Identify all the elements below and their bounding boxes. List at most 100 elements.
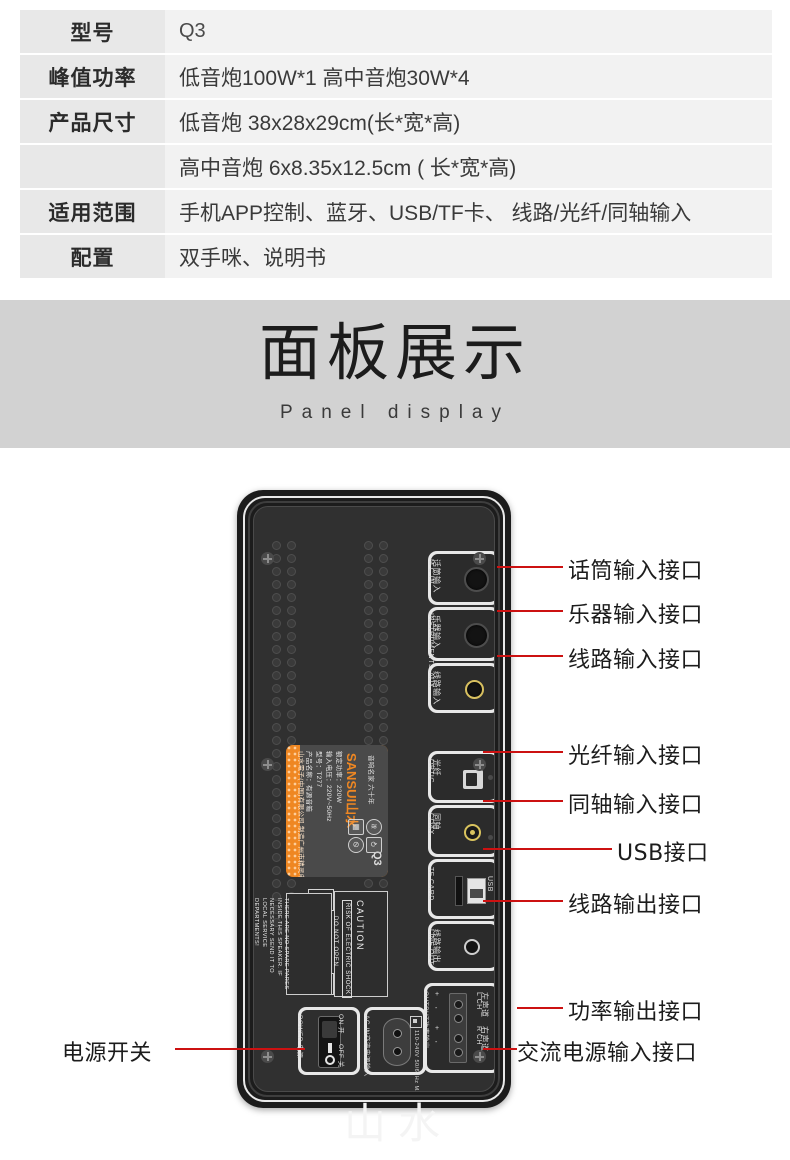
instrument-input-jack[interactable]: 乐器输入 INSTRUMENTS bbox=[427, 607, 494, 669]
vent-hole bbox=[379, 645, 388, 654]
ac-power-inlet[interactable]: AC IN交流电源输入 110-240V 50/60Hz MAX 400W bbox=[363, 1007, 426, 1091]
callout-leader-line bbox=[483, 1048, 517, 1050]
vent-hole bbox=[272, 892, 281, 901]
tf-card-slot[interactable] bbox=[455, 876, 463, 906]
terminal-minus-sign: - bbox=[435, 1039, 438, 1046]
vent-hole bbox=[272, 853, 281, 862]
banner-title-cn: 面板展示 bbox=[258, 316, 531, 389]
aux-input-jack[interactable]: 线路输入 AUX bbox=[427, 663, 494, 713]
vent-hole bbox=[272, 710, 281, 719]
mic-jack-hole[interactable] bbox=[464, 567, 489, 592]
vent-hole bbox=[379, 879, 388, 888]
vent-hole bbox=[287, 671, 296, 680]
vent-hole bbox=[272, 814, 281, 823]
callout-label: 线路输入接口 bbox=[568, 648, 704, 673]
line-output-jack[interactable]: 线路输出 LINE OUT bbox=[427, 921, 494, 971]
vent-hole bbox=[379, 632, 388, 641]
callout-leader-line bbox=[483, 800, 563, 802]
vent-hole bbox=[287, 736, 296, 745]
panel-screw bbox=[473, 758, 486, 771]
brand-footer-text: 山水電子(中国)有限公司 制造广州市精灵电器有限公司 bbox=[297, 751, 304, 877]
aux-jack-label-en: AUX bbox=[427, 672, 434, 688]
perforation-pattern bbox=[286, 745, 299, 877]
vent-hole bbox=[272, 658, 281, 667]
amplifier-panel-figure: Made in China 话筒输入 M C IN 乐器输入 INSTRUMEN… bbox=[0, 448, 790, 1160]
spec-value: Q3 bbox=[165, 10, 772, 53]
amplifier-panel: Made in China 话筒输入 M C IN 乐器输入 INSTRUMEN… bbox=[237, 490, 511, 1108]
terminal-screw[interactable] bbox=[454, 1014, 463, 1023]
caution-label-box: CAUTION RISK OF ELECTRIC SHOCK DO NOT OP… bbox=[332, 891, 388, 998]
watermark: 山水 bbox=[343, 1100, 452, 1147]
callout-label: 功率输出接口 bbox=[568, 1000, 704, 1025]
terminal-screw[interactable] bbox=[454, 1034, 463, 1043]
vent-hole bbox=[287, 684, 296, 693]
rocker-switch[interactable] bbox=[318, 1016, 341, 1068]
vent-hole bbox=[379, 658, 388, 667]
vent-hole bbox=[364, 593, 373, 602]
vent-hole bbox=[272, 879, 281, 888]
vent-hole bbox=[272, 632, 281, 641]
panel-screw-dot bbox=[488, 835, 493, 840]
vent-hole bbox=[379, 606, 388, 615]
callout-leader-line bbox=[483, 751, 563, 753]
vent-hole bbox=[379, 697, 388, 706]
table-row: 配置 双手咪、说明书 bbox=[20, 235, 772, 278]
terminal-screw[interactable] bbox=[454, 1048, 463, 1057]
terminal-column[interactable] bbox=[449, 993, 467, 1063]
vent-hole bbox=[379, 619, 388, 628]
callout-leader-line bbox=[483, 900, 563, 902]
instrument-jack-hole[interactable] bbox=[464, 623, 489, 648]
power-off-label: OFF 关 bbox=[337, 1044, 344, 1068]
panel-screw bbox=[261, 758, 274, 771]
line-out-hole[interactable] bbox=[464, 939, 480, 955]
jack-inner: 乐器输入 INSTRUMENTS bbox=[427, 610, 494, 669]
ac-socket[interactable] bbox=[383, 1018, 411, 1066]
vent-hole bbox=[272, 723, 281, 732]
jack-inner: 线路输入 AUX bbox=[427, 666, 494, 710]
panel-face: Made in China 话筒输入 M C IN 乐器输入 INSTRUMEN… bbox=[253, 506, 495, 1092]
vent-hole bbox=[364, 710, 373, 719]
usb-tf-port-block[interactable]: TF CARD USB bbox=[427, 859, 494, 919]
usb-port-icon[interactable] bbox=[467, 878, 486, 904]
table-row: 型号 Q3 bbox=[20, 10, 772, 53]
tf-card-label: TF CARD bbox=[427, 867, 434, 901]
optical-port-icon[interactable] bbox=[463, 770, 483, 789]
brand-label-body bbox=[299, 745, 388, 877]
callout-leader-line bbox=[497, 610, 563, 612]
callout-label: 线路输出接口 bbox=[568, 893, 704, 918]
optical-input-port[interactable]: 光纤 OPTIC bbox=[427, 751, 494, 803]
vent-hole bbox=[364, 671, 373, 680]
vent-hole bbox=[272, 619, 281, 628]
vent-hole bbox=[272, 671, 281, 680]
vent-hole bbox=[272, 827, 281, 836]
power-switch[interactable]: POWER 电源 ON 开 OFF 关 bbox=[296, 1007, 360, 1075]
vent-hole bbox=[379, 567, 388, 576]
coax-port-icon[interactable] bbox=[464, 824, 481, 841]
callout-label: 同轴输入接口 bbox=[568, 793, 704, 818]
callout-label: USB接口 bbox=[617, 841, 709, 866]
qr-code-icon: ▦ bbox=[348, 819, 364, 835]
recycle-icon: ⟳ bbox=[366, 837, 382, 853]
usb-label: USB bbox=[486, 876, 493, 892]
table-row: 产品尺寸 低音炮 38x28x29cm(长*宽*高) bbox=[20, 100, 772, 143]
callout-leader-line bbox=[497, 566, 563, 568]
vent-hole bbox=[287, 554, 296, 563]
power-switch-inner: POWER 电源 ON 开 OFF 关 bbox=[296, 1010, 357, 1072]
class-ii-icon bbox=[410, 1016, 422, 1028]
terminal-screw[interactable] bbox=[454, 1000, 463, 1009]
vent-hole bbox=[287, 658, 296, 667]
spec-table: 型号 Q3 峰值功率 低音炮100W*1 高中音炮30W*4 产品尺寸 低音炮 … bbox=[20, 10, 772, 280]
aux-jack-hole[interactable] bbox=[465, 680, 484, 699]
spec-value: 手机APP控制、蓝牙、USB/TF卡、 线路/光纤/同轴输入 bbox=[165, 190, 772, 233]
mic-jack-label-en: M C IN bbox=[427, 559, 434, 584]
vent-hole bbox=[364, 684, 373, 693]
callout-label: 交流电源输入接口 bbox=[517, 1041, 698, 1066]
spec-key: 配置 bbox=[20, 235, 165, 278]
vent-hole bbox=[272, 593, 281, 602]
terminal-minus-sign: - bbox=[435, 1005, 438, 1012]
vent-hole bbox=[272, 866, 281, 875]
vent-hole bbox=[379, 723, 388, 732]
vent-hole bbox=[287, 879, 296, 888]
panel-screw bbox=[473, 552, 486, 565]
callout-label: 话筒输入接口 bbox=[568, 559, 704, 584]
